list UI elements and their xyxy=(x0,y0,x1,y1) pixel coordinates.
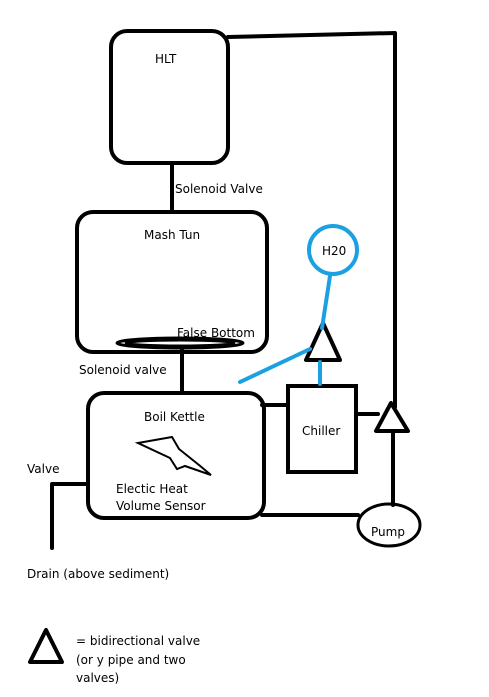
water-valve-symbol xyxy=(304,321,342,362)
valve-label: Valve xyxy=(27,462,60,476)
chiller-box xyxy=(286,384,358,474)
mash-tun-tank xyxy=(75,210,269,354)
legend-line-1: = bidirectional valve xyxy=(76,634,201,648)
volume-sensor-label: Volume Sensor xyxy=(116,499,206,513)
water-to-kettle-line xyxy=(238,347,312,384)
pump-label: Pump xyxy=(371,525,405,539)
legend-valve-symbol xyxy=(28,628,64,664)
hlt-tank xyxy=(109,29,230,165)
chiller-valve-symbol xyxy=(374,401,410,433)
solenoid-valve-label: Solenoid Valve xyxy=(175,182,263,196)
water-source-circle xyxy=(307,224,359,276)
false-bottom xyxy=(115,336,245,350)
pump-symbol xyxy=(356,502,422,548)
solenoid-valve-lower-label: Solenoid valve xyxy=(79,363,167,377)
hlt-label: HLT xyxy=(155,52,177,66)
hlt-return-line xyxy=(226,31,397,409)
electric-heat-label: Electic Heat xyxy=(116,482,188,496)
drain-pipe xyxy=(50,482,90,550)
h2o-label: H20 xyxy=(322,244,347,258)
boil-kettle-tank xyxy=(86,391,266,520)
chiller-label: Chiller xyxy=(302,424,341,438)
false-bottom-label: False Bottom xyxy=(177,326,255,340)
lightning-bolt-icon xyxy=(134,435,212,476)
legend-line-2: (or y pipe and two xyxy=(76,653,186,667)
drain-label: Drain (above sediment) xyxy=(27,567,170,581)
boil-kettle-label: Boil Kettle xyxy=(144,410,205,424)
water-supply-line xyxy=(320,274,332,330)
legend-line-3: valves) xyxy=(76,671,120,685)
mash-tun-label: Mash Tun xyxy=(144,228,201,242)
